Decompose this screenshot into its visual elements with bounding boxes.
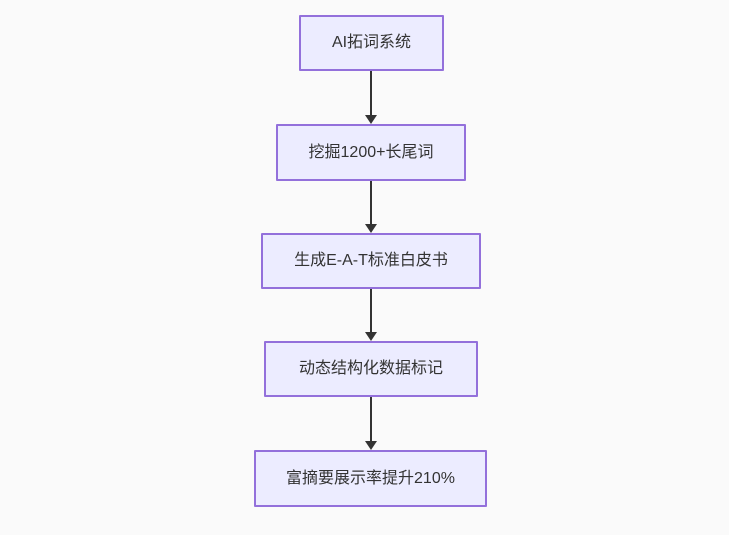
- node-label: 生成E-A-T标准白皮书: [294, 252, 448, 270]
- arrowhead-down-icon: [365, 441, 377, 450]
- node-label: AI拓词系统: [331, 34, 412, 52]
- flowchart-node-structured-data: 动态结构化数据标记: [264, 341, 478, 397]
- flowchart-node-eat-whitepaper: 生成E-A-T标准白皮书: [261, 233, 481, 289]
- flow-arrow-line-4: [370, 397, 372, 441]
- arrowhead-down-icon: [365, 224, 377, 233]
- flow-arrow-line-3: [370, 289, 372, 332]
- node-label: 富摘要展示率提升210%: [286, 469, 455, 487]
- node-label: 动态结构化数据标记: [298, 360, 443, 378]
- arrowhead-down-icon: [365, 332, 377, 341]
- flow-arrow-line-1: [370, 71, 372, 115]
- flowchart-node-longtail-mining: 挖掘1200+长尾词: [276, 124, 466, 181]
- flowchart-node-ai-word-system: AI拓词系统: [299, 15, 444, 71]
- flowchart-node-rich-snippet-result: 富摘要展示率提升210%: [254, 450, 487, 507]
- node-label: 挖掘1200+长尾词: [308, 143, 434, 161]
- flow-arrow-line-2: [370, 181, 372, 224]
- arrowhead-down-icon: [365, 115, 377, 124]
